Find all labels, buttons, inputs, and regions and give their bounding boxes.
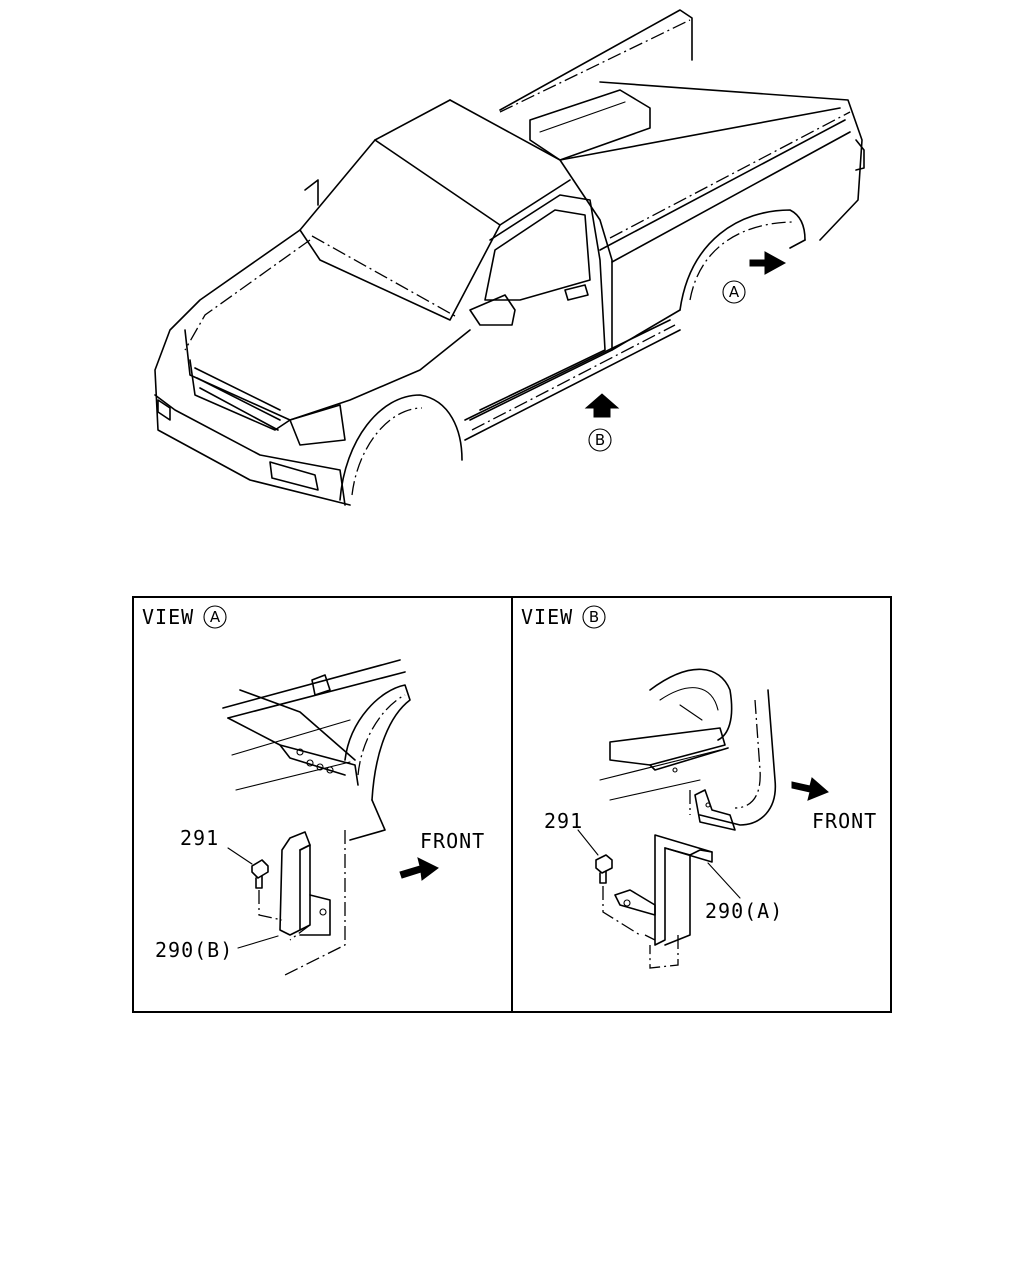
view-a-title: VIEW [142, 605, 194, 629]
truck-illustration [154, 9, 865, 506]
callout-b-label: B [595, 431, 605, 449]
callout-a: A [722, 280, 746, 304]
view-a-panel: VIEW A 291 290(B) [142, 605, 485, 976]
view-b-front-label: FRONT [812, 809, 877, 833]
view-b-part-290a: 290(A) [705, 899, 783, 923]
view-a-part-290b: 290(B) [155, 938, 233, 962]
view-b-marker: B [589, 608, 599, 626]
view-a-front-arrow-icon [399, 857, 439, 881]
view-a-marker: A [210, 608, 221, 626]
callout-b: B [588, 428, 612, 452]
view-b-title: VIEW [521, 605, 573, 629]
arrow-b-icon [584, 393, 620, 418]
arrow-a-icon [749, 251, 787, 275]
view-b-front-arrow-icon [791, 777, 829, 801]
callout-a-label: A [729, 283, 740, 301]
view-b-part-291: 291 [544, 809, 583, 833]
view-b-panel: VIEW B 291 290(A) [521, 605, 877, 969]
view-a-part-291: 291 [180, 826, 219, 850]
view-a-front-label: FRONT [420, 829, 485, 853]
